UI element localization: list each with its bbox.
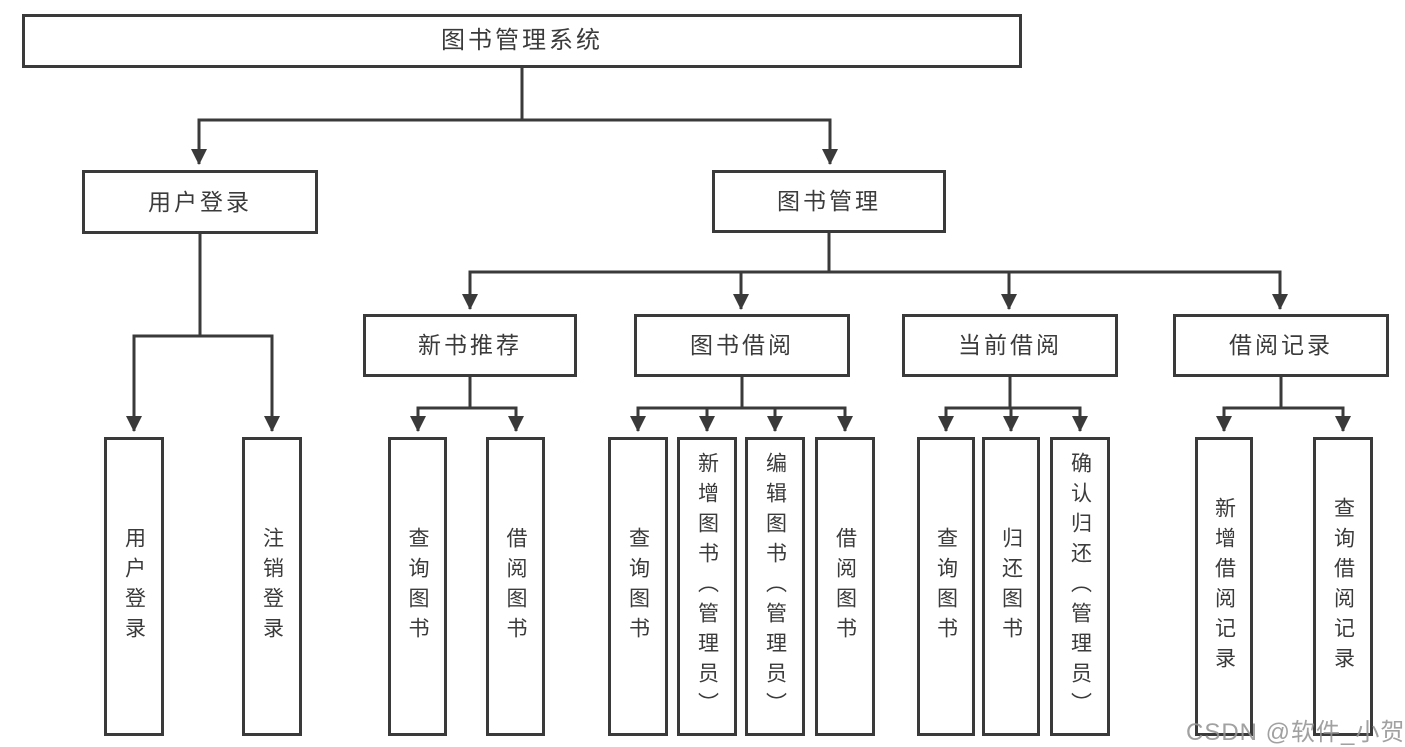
leaf-return-books-label: 归还图书 (999, 526, 1023, 647)
leaf-query-borrow-record: 查询借阅记录 (1313, 437, 1373, 736)
leaf-user-login-label: 用户登录 (122, 526, 146, 647)
node-book-management-label: 图书管理 (777, 188, 881, 214)
leaf-add-borrow-record: 新增借阅记录 (1195, 437, 1253, 736)
leaf-borrow-books-label: 借阅图书 (833, 526, 857, 647)
leaf-query-books-current: 查询图书 (917, 437, 975, 736)
leaf-logout: 注销登录 (242, 437, 302, 736)
leaf-query-books-borrow: 查询图书 (608, 437, 668, 736)
leaf-edit-books-admin-label: 编辑图书（管理员） (763, 451, 787, 722)
leaf-confirm-return-admin-label: 确认归还（管理员） (1068, 451, 1092, 722)
node-book-management: 图书管理 (712, 170, 946, 233)
leaf-query-books-current-label: 查询图书 (934, 526, 958, 647)
leaf-query-books-borrow-label: 查询图书 (626, 526, 650, 647)
node-new-book-recommend-label: 新书推荐 (418, 332, 522, 358)
node-root-label: 图书管理系统 (441, 27, 603, 54)
leaf-edit-books-admin: 编辑图书（管理员） (745, 437, 805, 736)
node-book-borrow-label: 图书借阅 (690, 332, 794, 358)
node-current-borrow-label: 当前借阅 (958, 332, 1062, 358)
leaf-borrow-books-recommend: 借阅图书 (486, 437, 545, 736)
node-borrow-records-label: 借阅记录 (1229, 332, 1333, 358)
node-root-system: 图书管理系统 (22, 14, 1022, 68)
leaf-add-books-admin-label: 新增图书（管理员） (695, 451, 719, 722)
leaf-logout-label: 注销登录 (260, 526, 284, 647)
csdn-watermark: CSDN @软件_小贺同学 (1186, 719, 1405, 746)
leaf-add-borrow-record-label: 新增借阅记录 (1212, 496, 1236, 677)
node-user-login-label: 用户登录 (148, 188, 252, 215)
node-current-borrow: 当前借阅 (902, 314, 1118, 377)
leaf-borrow-books-recommend-label: 借阅图书 (504, 526, 527, 647)
leaf-query-borrow-record-label: 查询借阅记录 (1331, 496, 1355, 677)
leaf-user-login: 用户登录 (104, 437, 164, 736)
node-new-book-recommend: 新书推荐 (363, 314, 577, 377)
leaf-add-books-admin: 新增图书（管理员） (677, 437, 737, 736)
leaf-confirm-return-admin: 确认归还（管理员） (1050, 437, 1110, 736)
leaf-borrow-books: 借阅图书 (815, 437, 875, 736)
node-book-borrow: 图书借阅 (634, 314, 850, 377)
leaf-query-books-recommend: 查询图书 (388, 437, 447, 736)
leaf-query-books-recommend-label: 查询图书 (406, 526, 429, 647)
node-borrow-records: 借阅记录 (1173, 314, 1389, 377)
node-user-login: 用户登录 (82, 170, 318, 234)
leaf-return-books: 归还图书 (982, 437, 1040, 736)
